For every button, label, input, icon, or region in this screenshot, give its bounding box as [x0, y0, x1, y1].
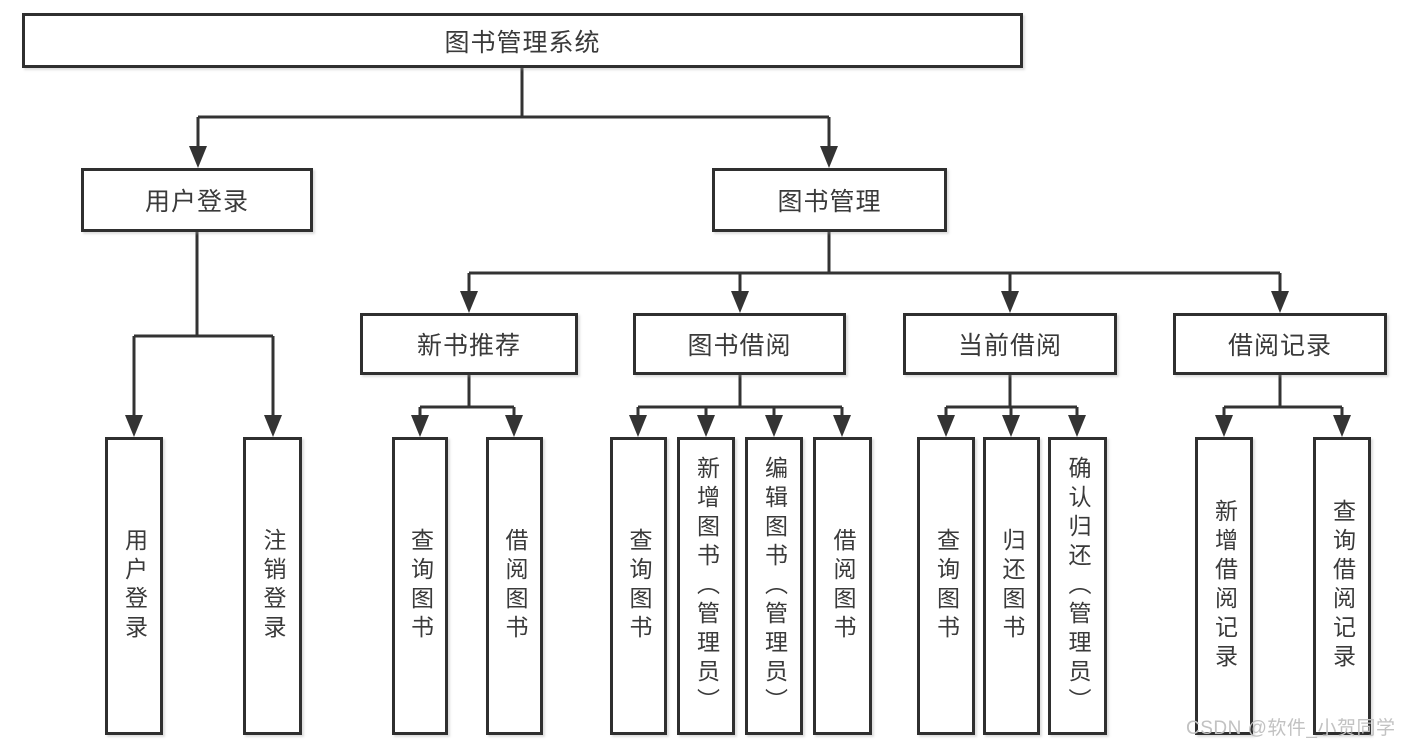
node-label: 图书管理 — [777, 188, 882, 216]
node-borrowing-records: 借阅记录 — [1173, 313, 1387, 375]
leaf-add-book-admin: 新增图书（管理员） — [677, 437, 735, 735]
leaf-logout: 注销登录 — [243, 437, 302, 735]
watermark-text: CSDN @软件_小贺同学 — [1186, 718, 1396, 739]
node-library-management-system: 图书管理系统 — [22, 13, 1023, 68]
node-label: 归还图书 — [999, 528, 1025, 644]
node-label: 查询图书 — [407, 528, 434, 644]
leaf-query-books-current: 查询图书 — [917, 437, 975, 735]
leaf-return-books: 归还图书 — [983, 437, 1040, 735]
leaf-borrow-books-borrowing: 借阅图书 — [813, 437, 872, 735]
leaf-query-books-borrowing: 查询图书 — [610, 437, 667, 735]
node-label: 新增图书（管理员） — [693, 455, 720, 717]
node-label: 新增借阅记录 — [1211, 499, 1238, 673]
node-label: 编辑图书（管理员） — [761, 455, 788, 717]
leaf-query-books-recommend: 查询图书 — [392, 437, 448, 735]
leaf-edit-book-admin: 编辑图书（管理员） — [745, 437, 803, 735]
node-label: 新书推荐 — [416, 332, 521, 360]
node-label: 查询图书 — [933, 528, 960, 644]
node-label: 当前借阅 — [957, 332, 1062, 360]
node-book-management: 图书管理 — [712, 168, 947, 232]
leaf-user-login: 用户登录 — [105, 437, 163, 735]
node-current-borrowing: 当前借阅 — [903, 313, 1117, 375]
node-label: 用户登录 — [121, 528, 148, 644]
leaf-add-borrow-record: 新增借阅记录 — [1195, 437, 1253, 735]
node-label: 确认归还（管理员） — [1065, 455, 1091, 717]
node-label: 查询图书 — [626, 528, 652, 644]
node-user-login: 用户登录 — [81, 168, 313, 232]
node-label: 用户登录 — [144, 188, 249, 216]
node-label: 借阅记录 — [1227, 332, 1332, 360]
node-new-book-recommendation: 新书推荐 — [360, 313, 578, 375]
node-label: 图书借阅 — [687, 332, 792, 360]
leaf-confirm-return-admin: 确认归还（管理员） — [1048, 437, 1107, 735]
leaf-query-borrow-record: 查询借阅记录 — [1313, 437, 1371, 735]
node-label: 注销登录 — [260, 528, 286, 644]
node-label: 查询借阅记录 — [1329, 499, 1356, 673]
node-label: 借阅图书 — [502, 528, 528, 644]
node-book-borrowing: 图书借阅 — [633, 313, 846, 375]
node-label: 借阅图书 — [830, 528, 856, 644]
leaf-borrow-books-recommend: 借阅图书 — [486, 437, 543, 735]
node-label: 图书管理系统 — [444, 28, 601, 57]
